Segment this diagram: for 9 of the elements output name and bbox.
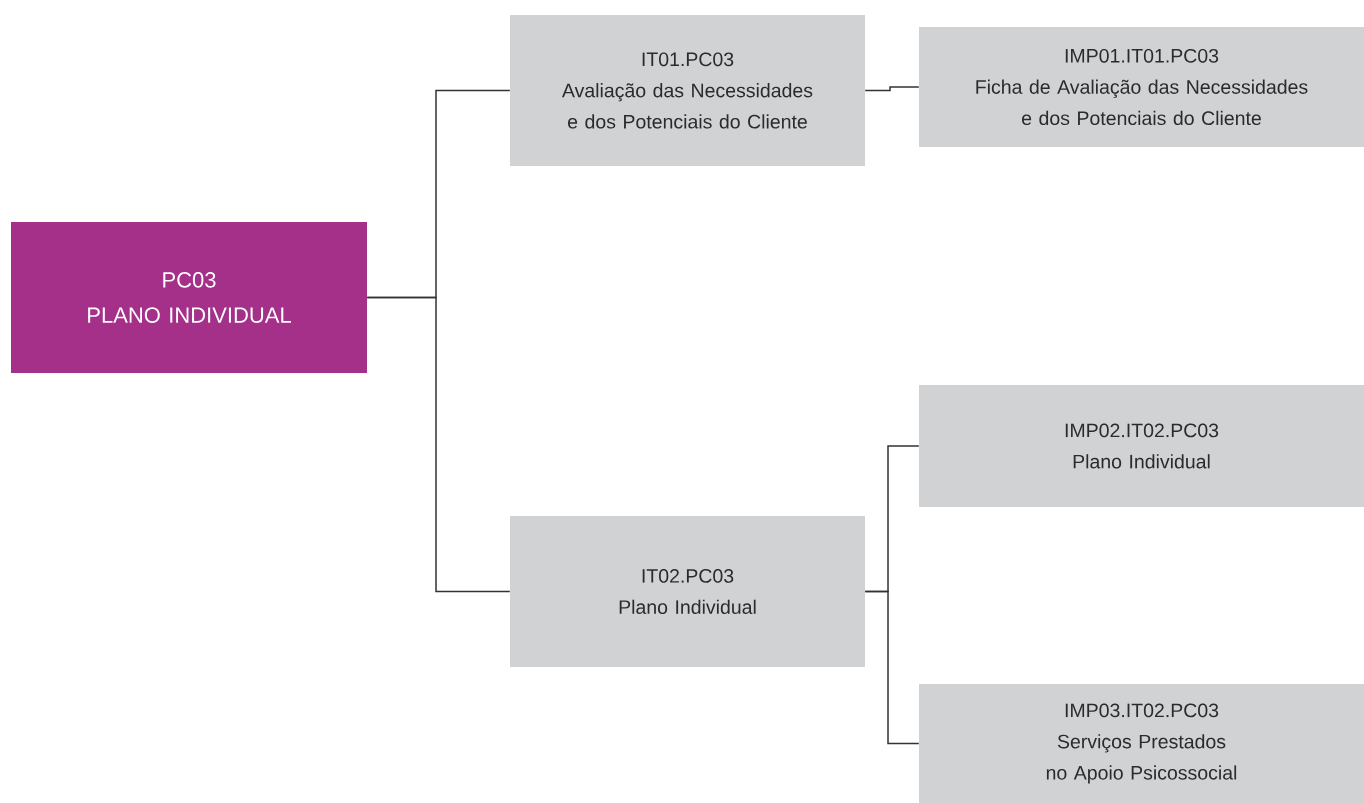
document-box: IT02.PC03 Plano Individual <box>510 516 865 667</box>
connector-line <box>864 86 920 92</box>
connector-line <box>864 590 920 745</box>
document-box: IMP01.IT01.PC03 Ficha de Avaliação das Necessidades e dos Potenciais do Cliente <box>919 27 1364 147</box>
connector-line <box>366 296 511 593</box>
title-box: PC03 PLANO INDIVIDUAL <box>11 222 367 373</box>
document-box: IMP03.IT02.PC03 Serviços Prestados no Apoio Psicossocial <box>919 684 1364 803</box>
document-box: IMP02.IT02.PC03 Plano Individual <box>919 385 1364 507</box>
document-box: IT01.PC03 Avaliação das Necessidades e dos Potenciais do Cliente <box>510 15 865 166</box>
